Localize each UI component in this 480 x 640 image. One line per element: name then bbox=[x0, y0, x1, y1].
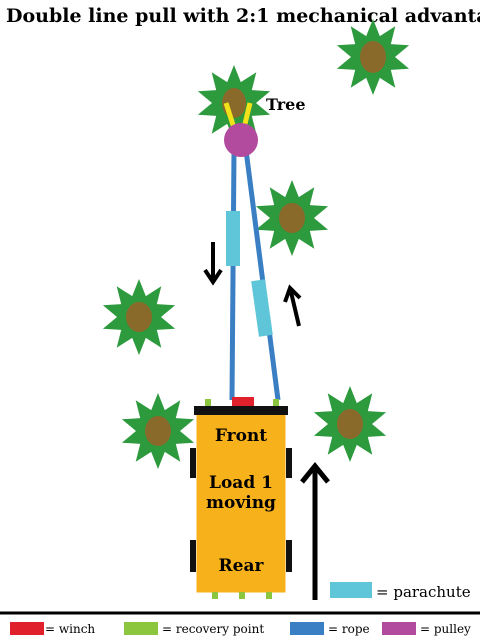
recovery-point-rear-center bbox=[239, 592, 245, 599]
legend-pulley-label: = pulley bbox=[420, 622, 471, 636]
tree-trunk bbox=[360, 41, 386, 73]
vehicle: Front Load 1 moving Rear bbox=[190, 397, 292, 599]
tree-trunk bbox=[145, 416, 171, 446]
recovery-point-front-right bbox=[273, 399, 279, 406]
vehicle-bumper bbox=[194, 406, 288, 415]
wheel-rear-right bbox=[286, 540, 292, 572]
diagram-title: Double line pull with 2:1 mechanical adv… bbox=[6, 5, 480, 27]
legend-recovery-point-swatch bbox=[124, 622, 158, 635]
recovery-point-rear-left bbox=[212, 592, 218, 599]
recovery-point-front-left bbox=[205, 399, 211, 406]
arrow-vehicle-forward bbox=[300, 462, 330, 600]
vehicle-load-label-line2: moving bbox=[206, 493, 276, 513]
legend-parachute-label: = parachute bbox=[376, 583, 471, 601]
winch bbox=[232, 397, 254, 406]
wheel-front-left bbox=[190, 448, 196, 478]
tree-middle-left bbox=[102, 279, 176, 355]
tree-label: Tree bbox=[266, 95, 306, 114]
tree-lower-right bbox=[313, 386, 387, 462]
tree-trunk bbox=[126, 302, 152, 332]
legend-rope-swatch bbox=[290, 622, 324, 635]
trees-group bbox=[102, 19, 410, 469]
vehicle-rear-label: Rear bbox=[219, 556, 265, 576]
parachute-right bbox=[251, 279, 273, 337]
wheel-front-right bbox=[286, 448, 292, 478]
recovery-point-rear-right bbox=[266, 592, 272, 599]
pulley bbox=[224, 123, 258, 157]
tree-trunk bbox=[222, 88, 246, 118]
tree-trunk bbox=[279, 203, 305, 233]
tree-trunk bbox=[337, 409, 363, 439]
legend-recovery-point-label: = recovery point bbox=[162, 622, 264, 636]
rope-right-segment bbox=[243, 149, 281, 401]
wheel-rear-left bbox=[190, 540, 196, 572]
tree-middle-right bbox=[255, 180, 329, 256]
arrow-down bbox=[203, 242, 223, 286]
tree-lower-left bbox=[121, 393, 195, 469]
arrow-up-diagonal bbox=[283, 284, 302, 327]
legend-winch-swatch bbox=[10, 622, 44, 635]
tree-strap-left bbox=[223, 102, 237, 129]
vehicle-load-label-line1: Load 1 bbox=[209, 473, 273, 493]
vehicle-front-label: Front bbox=[215, 426, 267, 446]
legend-winch-label: = winch bbox=[45, 622, 95, 636]
rope-left-segment bbox=[229, 149, 237, 401]
legend-rope-label: = rope bbox=[328, 622, 370, 636]
legend-parachute-swatch bbox=[330, 582, 372, 598]
legend-pulley-swatch bbox=[382, 622, 416, 635]
tree-top-right bbox=[336, 19, 410, 95]
parachute-left bbox=[226, 211, 240, 266]
